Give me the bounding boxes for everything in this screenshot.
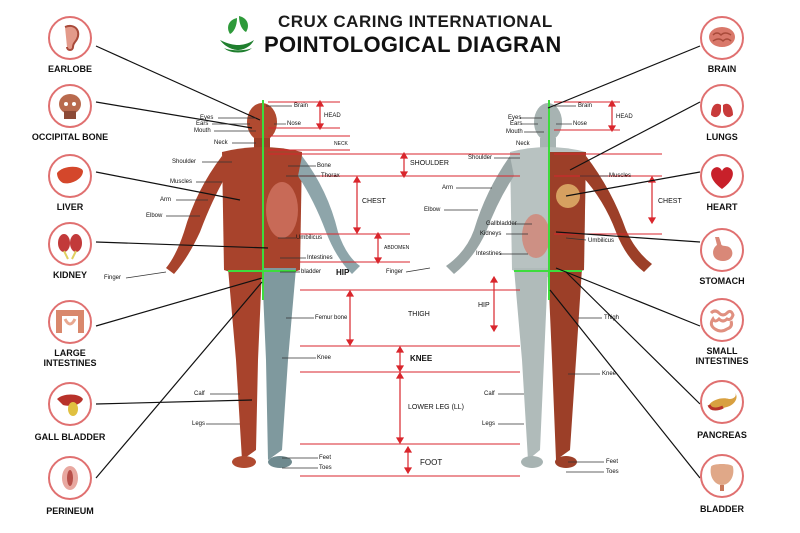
organ-circle-kidney xyxy=(48,222,92,266)
organ-label-small-intestines: SMALL INTESTINES xyxy=(667,346,777,366)
organ-label-large-intestines: LARGE INTESTINES xyxy=(15,348,125,368)
male-label-shoulder: Shoulder xyxy=(172,159,196,166)
zone-label-head-female: HEAD xyxy=(616,113,633,121)
organ-circle-stomach xyxy=(700,228,744,272)
female-label-neck: Neck xyxy=(516,141,530,148)
female-label-muscles: Muscles xyxy=(609,173,631,180)
organ-circle-pancreas xyxy=(700,380,744,424)
organ-label-stomach: STOMACH xyxy=(667,276,777,286)
male-label-neck: Neck xyxy=(214,140,228,147)
male-label-umbilicus: Umbilicus xyxy=(296,235,322,242)
liver-icon xyxy=(53,159,87,193)
male-label-bone: Bone xyxy=(317,163,331,170)
perineum-icon xyxy=(53,461,87,495)
bladder-icon xyxy=(705,459,739,493)
male-label-arm: Arm xyxy=(160,197,171,204)
male-label-mouth: Mouth xyxy=(194,128,211,135)
male-label-toes: Toes xyxy=(319,465,332,472)
female-label-shoulder: Shoulder xyxy=(468,155,492,162)
female-label-feet: Feet xyxy=(606,459,618,466)
organ-label-liver: LIVER xyxy=(15,202,125,212)
kidney-icon xyxy=(53,227,87,261)
male-label-calf: Calf xyxy=(194,391,205,398)
zone-label-abdomen: ABDOMEN xyxy=(384,244,409,252)
zone-label-neck-male: NECK xyxy=(334,140,348,148)
zone-label-shoulder: SHOULDER xyxy=(410,160,449,168)
female-label-knee: Knee xyxy=(602,371,616,378)
brain-icon xyxy=(705,21,739,55)
male-label-muscles: Muscles xyxy=(170,179,192,186)
zone-label-hip-female: HIP xyxy=(478,302,490,310)
zone-label-foot: FOOT xyxy=(420,459,442,467)
zone-label-thigh: THIGH xyxy=(408,311,430,319)
female-label-arm: Arm xyxy=(442,185,453,192)
organ-circle-liver xyxy=(48,154,92,198)
male-label-thorax: Thorax xyxy=(321,173,340,180)
female-label-finger: Finger xyxy=(386,269,403,276)
ear-icon xyxy=(53,21,87,55)
organ-circle-perineum xyxy=(48,456,92,500)
organ-label-pancreas: PANCREAS xyxy=(667,430,777,440)
organ-circle-bladder xyxy=(700,454,744,498)
zone-label-knee: KNEE xyxy=(410,355,432,363)
organ-label-brain: BRAIN xyxy=(667,64,777,74)
female-label-nose: Nose xyxy=(573,121,587,128)
female-label-legs: Legs xyxy=(482,421,495,428)
stomach-icon xyxy=(705,233,739,267)
female-label-brain: Brain xyxy=(578,103,592,110)
male-label-feet: Feet xyxy=(319,455,331,462)
male-label-ears: Ears xyxy=(196,121,208,128)
heart-icon xyxy=(705,159,739,193)
zone-guide-lines xyxy=(268,102,662,476)
zone-label-chest-female: CHEST xyxy=(658,198,682,206)
male-label-nose: Nose xyxy=(287,121,301,128)
organ-label-bladder: BLADDER xyxy=(667,504,777,514)
organ-label-gall-bladder: GALL BLADDER xyxy=(15,432,125,442)
organ-label-perineum: PERINEUM xyxy=(15,506,125,516)
zone-label-lower-leg: LOWER LEG (LL) xyxy=(408,404,464,412)
male-label-femur-bone: Femur bone xyxy=(315,315,347,322)
organ-circle-large-intestines xyxy=(48,300,92,344)
female-label-gallbladder: Gallbladder xyxy=(486,221,517,228)
female-label-thigh: Thigh xyxy=(604,315,619,322)
female-label-calf: Calf xyxy=(484,391,495,398)
gall-bladder-icon xyxy=(53,387,87,421)
organ-label-earlobe: EARLOBE xyxy=(15,64,125,74)
organ-circle-occipital-bone xyxy=(48,84,92,128)
male-label-knee: Knee xyxy=(317,355,331,362)
skull-icon xyxy=(53,89,87,123)
pancreas-icon xyxy=(705,385,739,419)
female-label-ears: Ears xyxy=(510,121,522,128)
female-label-toes: Toes xyxy=(606,469,619,476)
male-label-bladder: bladder xyxy=(301,269,321,276)
organ-circle-brain xyxy=(700,16,744,60)
male-label-brain: Brain xyxy=(294,103,308,110)
male-figure xyxy=(166,100,360,468)
organ-circle-earlobe xyxy=(48,16,92,60)
organ-label-lungs: LUNGS xyxy=(667,132,777,142)
female-label-elbow: Elbow xyxy=(424,207,440,214)
lungs-icon xyxy=(705,89,739,123)
organ-label-heart: HEART xyxy=(667,202,777,212)
male-label-intestines: Intestines xyxy=(307,255,333,262)
male-label-legs: Legs xyxy=(192,421,205,428)
zone-label-head-male: HEAD xyxy=(324,112,341,120)
organ-circle-lungs xyxy=(700,84,744,128)
zone-label-chest-male: CHEST xyxy=(362,198,386,206)
male-label-elbow: Elbow xyxy=(146,213,162,220)
female-label-mouth: Mouth xyxy=(506,129,523,136)
organ-circle-heart xyxy=(700,154,744,198)
organ-circle-gall-bladder xyxy=(48,382,92,426)
female-label-kidneys: Kidneys xyxy=(480,231,501,238)
small-intestine-icon xyxy=(705,303,739,337)
female-label-umbilicus: Umbilicus xyxy=(588,238,614,245)
male-label-finger: Finger xyxy=(104,275,121,282)
zone-label-hip-male: HIP xyxy=(336,269,349,277)
organ-circle-small-intestines xyxy=(700,298,744,342)
organ-label-occipital-bone: OCCIPITAL BONE xyxy=(15,132,125,142)
large-intestine-icon xyxy=(53,305,87,339)
female-label-intestines: Intestines xyxy=(476,251,502,258)
